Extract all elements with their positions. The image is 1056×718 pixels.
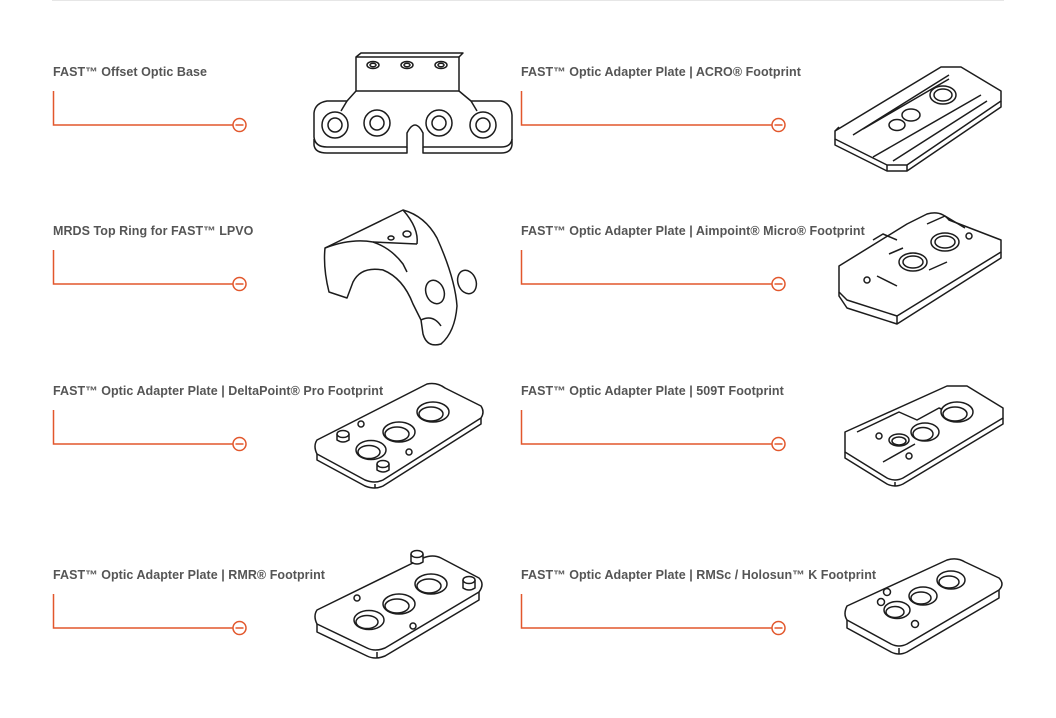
product-item-offset-optic-base[interactable]: FAST™ Offset Optic Base [52, 65, 523, 215]
rmsc-plate-icon [843, 558, 1009, 662]
callout-line [52, 594, 247, 636]
product-label: FAST™ Optic Adapter Plate | RMR® Footpri… [53, 568, 325, 582]
callout-line [52, 410, 247, 452]
product-item-509t-plate[interactable]: FAST™ Optic Adapter Plate | 509T Footpri… [520, 384, 991, 534]
callout-line [52, 91, 247, 133]
product-label: FAST™ Optic Adapter Plate | 509T Footpri… [521, 384, 784, 398]
product-label: FAST™ Offset Optic Base [53, 65, 207, 79]
product-item-deltapoint-plate[interactable]: FAST™ Optic Adapter Plate | DeltaPoint® … [52, 384, 523, 534]
product-label: FAST™ Optic Adapter Plate | ACRO® Footpr… [521, 65, 801, 79]
rmr-plate-icon [313, 550, 489, 668]
product-item-aimpoint-plate[interactable]: FAST™ Optic Adapter Plate | Aimpoint® Mi… [520, 224, 991, 374]
product-item-rmr-plate[interactable]: FAST™ Optic Adapter Plate | RMR® Footpri… [52, 568, 523, 718]
product-item-acro-plate[interactable]: FAST™ Optic Adapter Plate | ACRO® Footpr… [520, 65, 991, 215]
aimpoint-plate-icon [837, 210, 1007, 330]
acro-plate-icon [833, 65, 1003, 180]
509t-plate-icon [843, 386, 1007, 494]
callout-line [520, 91, 786, 133]
callout-line [520, 594, 786, 636]
callout-line [520, 250, 786, 292]
product-item-top-ring[interactable]: MRDS Top Ring for FAST™ LPVO [52, 224, 523, 374]
top-divider [52, 0, 1004, 1]
offset-optic-base-icon [311, 53, 525, 165]
product-label: FAST™ Optic Adapter Plate | Aimpoint® Mi… [521, 224, 865, 238]
product-item-rmsc-plate[interactable]: FAST™ Optic Adapter Plate | RMSc / Holos… [520, 568, 991, 718]
callout-line [52, 250, 247, 292]
callout-line [520, 410, 786, 452]
product-label: MRDS Top Ring for FAST™ LPVO [53, 224, 254, 238]
product-label: FAST™ Optic Adapter Plate | DeltaPoint® … [53, 384, 384, 398]
top-ring-icon [321, 208, 491, 348]
product-label: FAST™ Optic Adapter Plate | RMSc / Holos… [521, 568, 877, 582]
deltapoint-plate-icon [313, 384, 493, 496]
